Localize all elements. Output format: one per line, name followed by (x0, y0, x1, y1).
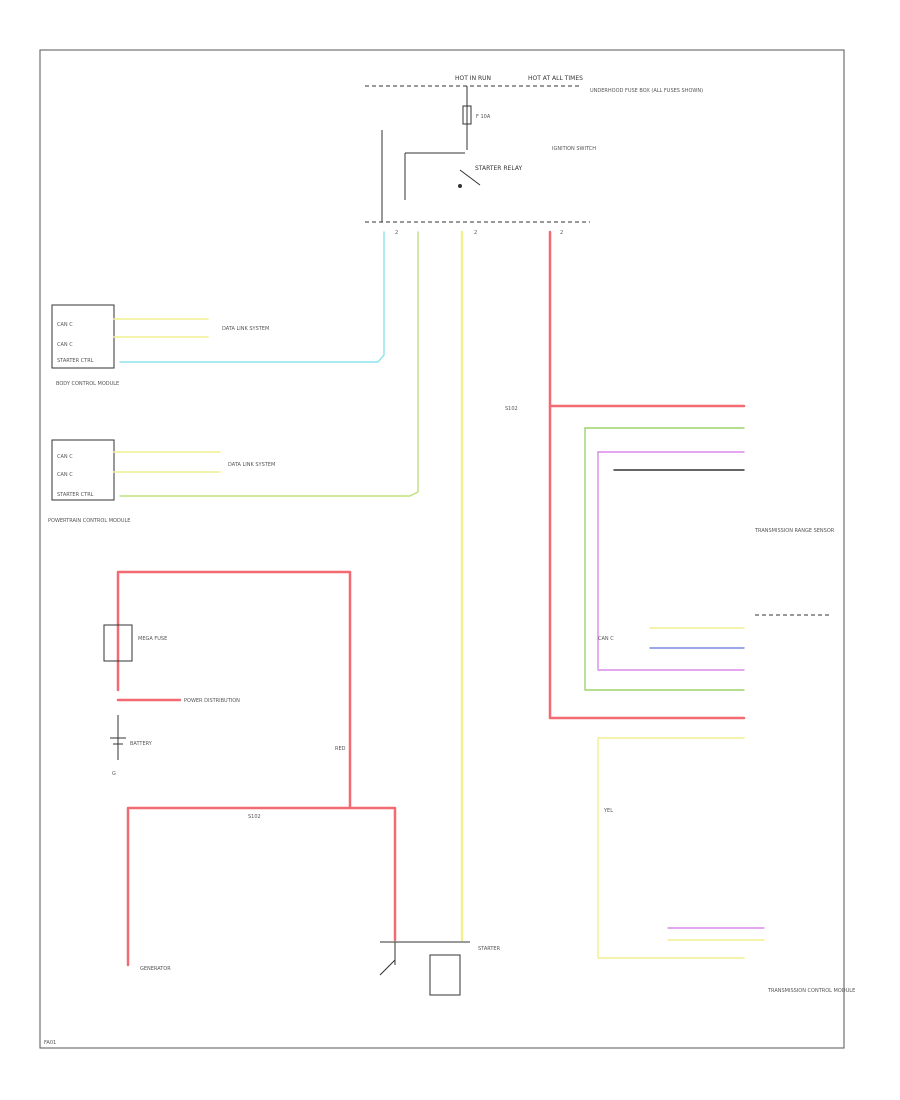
ground-label: G (112, 771, 116, 777)
power-dist-label: POWER DISTRIBUTION (184, 698, 240, 704)
wire-red-label: RED (335, 746, 346, 752)
wire-harness: 2 2 2 (119, 230, 746, 942)
relay-label: STARTER RELAY (475, 165, 522, 172)
powertrain-control-module: CAN C CAN C STARTER CTRL DATA LINK SYSTE… (48, 439, 275, 524)
battery-circuit: MEGA FUSE POWER DISTRIBUTION BATTERY G S… (103, 570, 397, 972)
battery-label: BATTERY (130, 741, 153, 747)
generator-label: GENERATOR (140, 966, 171, 972)
fuse-element (462, 105, 472, 125)
pcm-line1: CAN C (57, 454, 73, 460)
starter-motor: STARTER (379, 941, 501, 996)
wire-yellow-label: YEL (603, 808, 613, 814)
bcm-line1: CAN C (57, 322, 73, 328)
starter-body (429, 954, 461, 996)
green-wire-right-mid (584, 427, 745, 691)
wire-cyan (119, 231, 385, 363)
mega-fuse-label: MEGA FUSE (138, 636, 167, 642)
fuse-box-top: HOT IN RUN HOT AT ALL TIMES UNDERHOOD FU… (365, 75, 703, 223)
cable-num-1: 2 (395, 230, 398, 236)
mega-fuse-box (103, 624, 133, 662)
fuse-hot-label: HOT IN RUN (455, 75, 491, 82)
pcm-box (51, 439, 115, 501)
trans-range-label: TRANSMISSION RANGE SENSOR (754, 528, 835, 534)
relay-note: IGNITION SWITCH (552, 146, 596, 152)
right-can-note: CAN C (598, 636, 614, 642)
diagram-frame (39, 49, 845, 1049)
wire-red-to-starter (348, 806, 397, 942)
body-control-module: CAN C CAN C STARTER CTRL DATA LINK SYSTE… (51, 304, 269, 387)
pcm-line2: CAN C (57, 472, 73, 478)
bcm-line3: STARTER CTRL (57, 358, 94, 364)
splice-label: S102 (248, 814, 261, 820)
fuse-fuse-label: F 10A (476, 114, 491, 120)
pcm-note: DATA LINK SYSTEM (228, 462, 275, 468)
yellow-wire-lower-right (597, 737, 745, 959)
tcm-title: TRANSMISSION CONTROL MODULE (767, 988, 855, 994)
relay-switch-arm (459, 169, 481, 186)
bcm-title: BODY CONTROL MODULE (56, 381, 119, 387)
violet-wire-right (597, 451, 745, 671)
footer-code: FA01 (44, 1040, 56, 1046)
pcm-line3: STARTER CTRL (57, 492, 94, 498)
cable-num-3: 2 (560, 230, 563, 236)
pcm-title: POWERTRAIN CONTROL MODULE (48, 518, 130, 524)
starter-switch-arm (379, 959, 396, 976)
fuse-hot-start-label: HOT AT ALL TIMES (528, 75, 583, 82)
fuse-box-note: UNDERHOOD FUSE BOX (ALL FUSES SHOWN) (590, 88, 703, 94)
bcm-line2: CAN C (57, 342, 73, 348)
wire-red-battery-loop (116, 570, 352, 967)
starter-label: STARTER (478, 946, 501, 952)
cable-num-2: 2 (474, 230, 477, 236)
right-side-modules: S102 TRANSMISSION RANGE SENSOR CAN C TRA… (505, 406, 855, 994)
wire-red-right (548, 230, 746, 720)
wire-lime (119, 231, 419, 497)
splice-right-label: S102 (505, 406, 518, 412)
bcm-note: DATA LINK SYSTEM (222, 326, 269, 332)
relay-contact (458, 184, 462, 188)
